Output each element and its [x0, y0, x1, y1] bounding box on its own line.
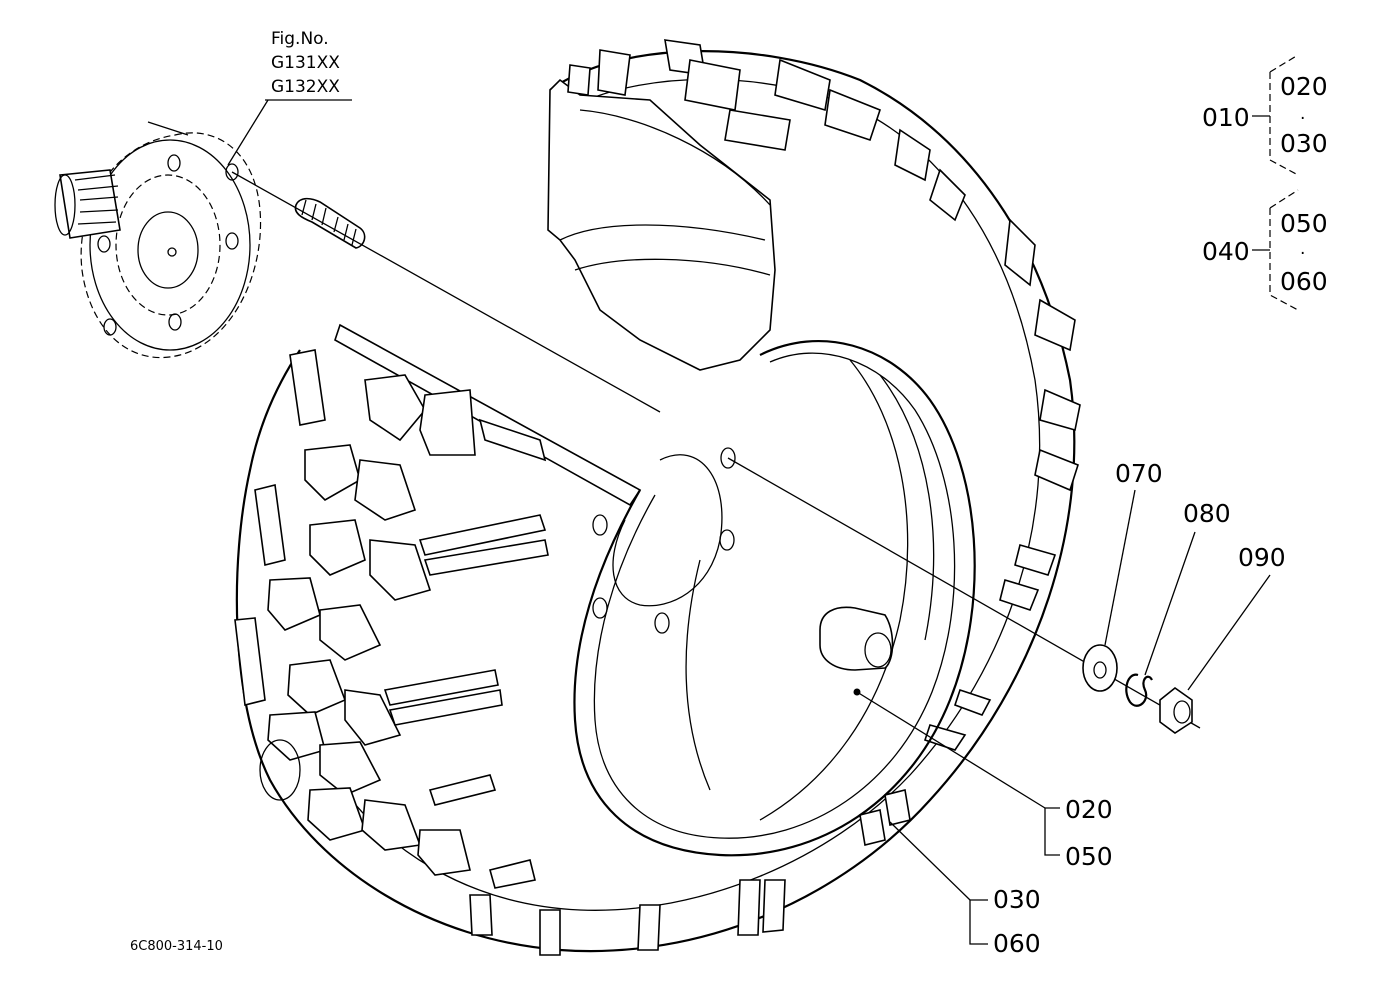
tire — [234, 39, 1081, 956]
group-010-parent: 010 — [1202, 103, 1250, 132]
group-010-child-1: 020 — [1280, 72, 1328, 101]
group-010-separator: · — [1300, 109, 1305, 129]
fig-number-1: G131XX — [271, 53, 340, 73]
group-040-parent: 040 — [1202, 237, 1250, 266]
callout-tire-2: 060 — [993, 929, 1041, 958]
fig-number-2: G132XX — [271, 77, 340, 97]
callout-nut: 090 — [1238, 543, 1286, 572]
callout-washer: 070 — [1115, 459, 1163, 488]
group-040-child-2: 060 — [1280, 267, 1328, 296]
fig-no-label: Fig.No. — [271, 29, 329, 49]
callout-rim-2: 050 — [1065, 842, 1113, 871]
labels: Fig.No. G131XX G132XX 010 020 · 030 040 … — [130, 29, 1328, 958]
callout-tire-1: 030 — [993, 885, 1041, 914]
group-040-separator: · — [1300, 244, 1305, 264]
axle-hub — [54, 99, 661, 413]
rim — [573, 340, 976, 857]
group-040-child-1: 050 — [1280, 209, 1328, 238]
group-010-child-2: 030 — [1280, 129, 1328, 158]
callout-rim-1: 020 — [1065, 795, 1113, 824]
drawing-number: 6C800-314-10 — [130, 939, 223, 954]
hardware — [727, 457, 1271, 901]
callout-spring-washer: 080 — [1183, 499, 1231, 528]
